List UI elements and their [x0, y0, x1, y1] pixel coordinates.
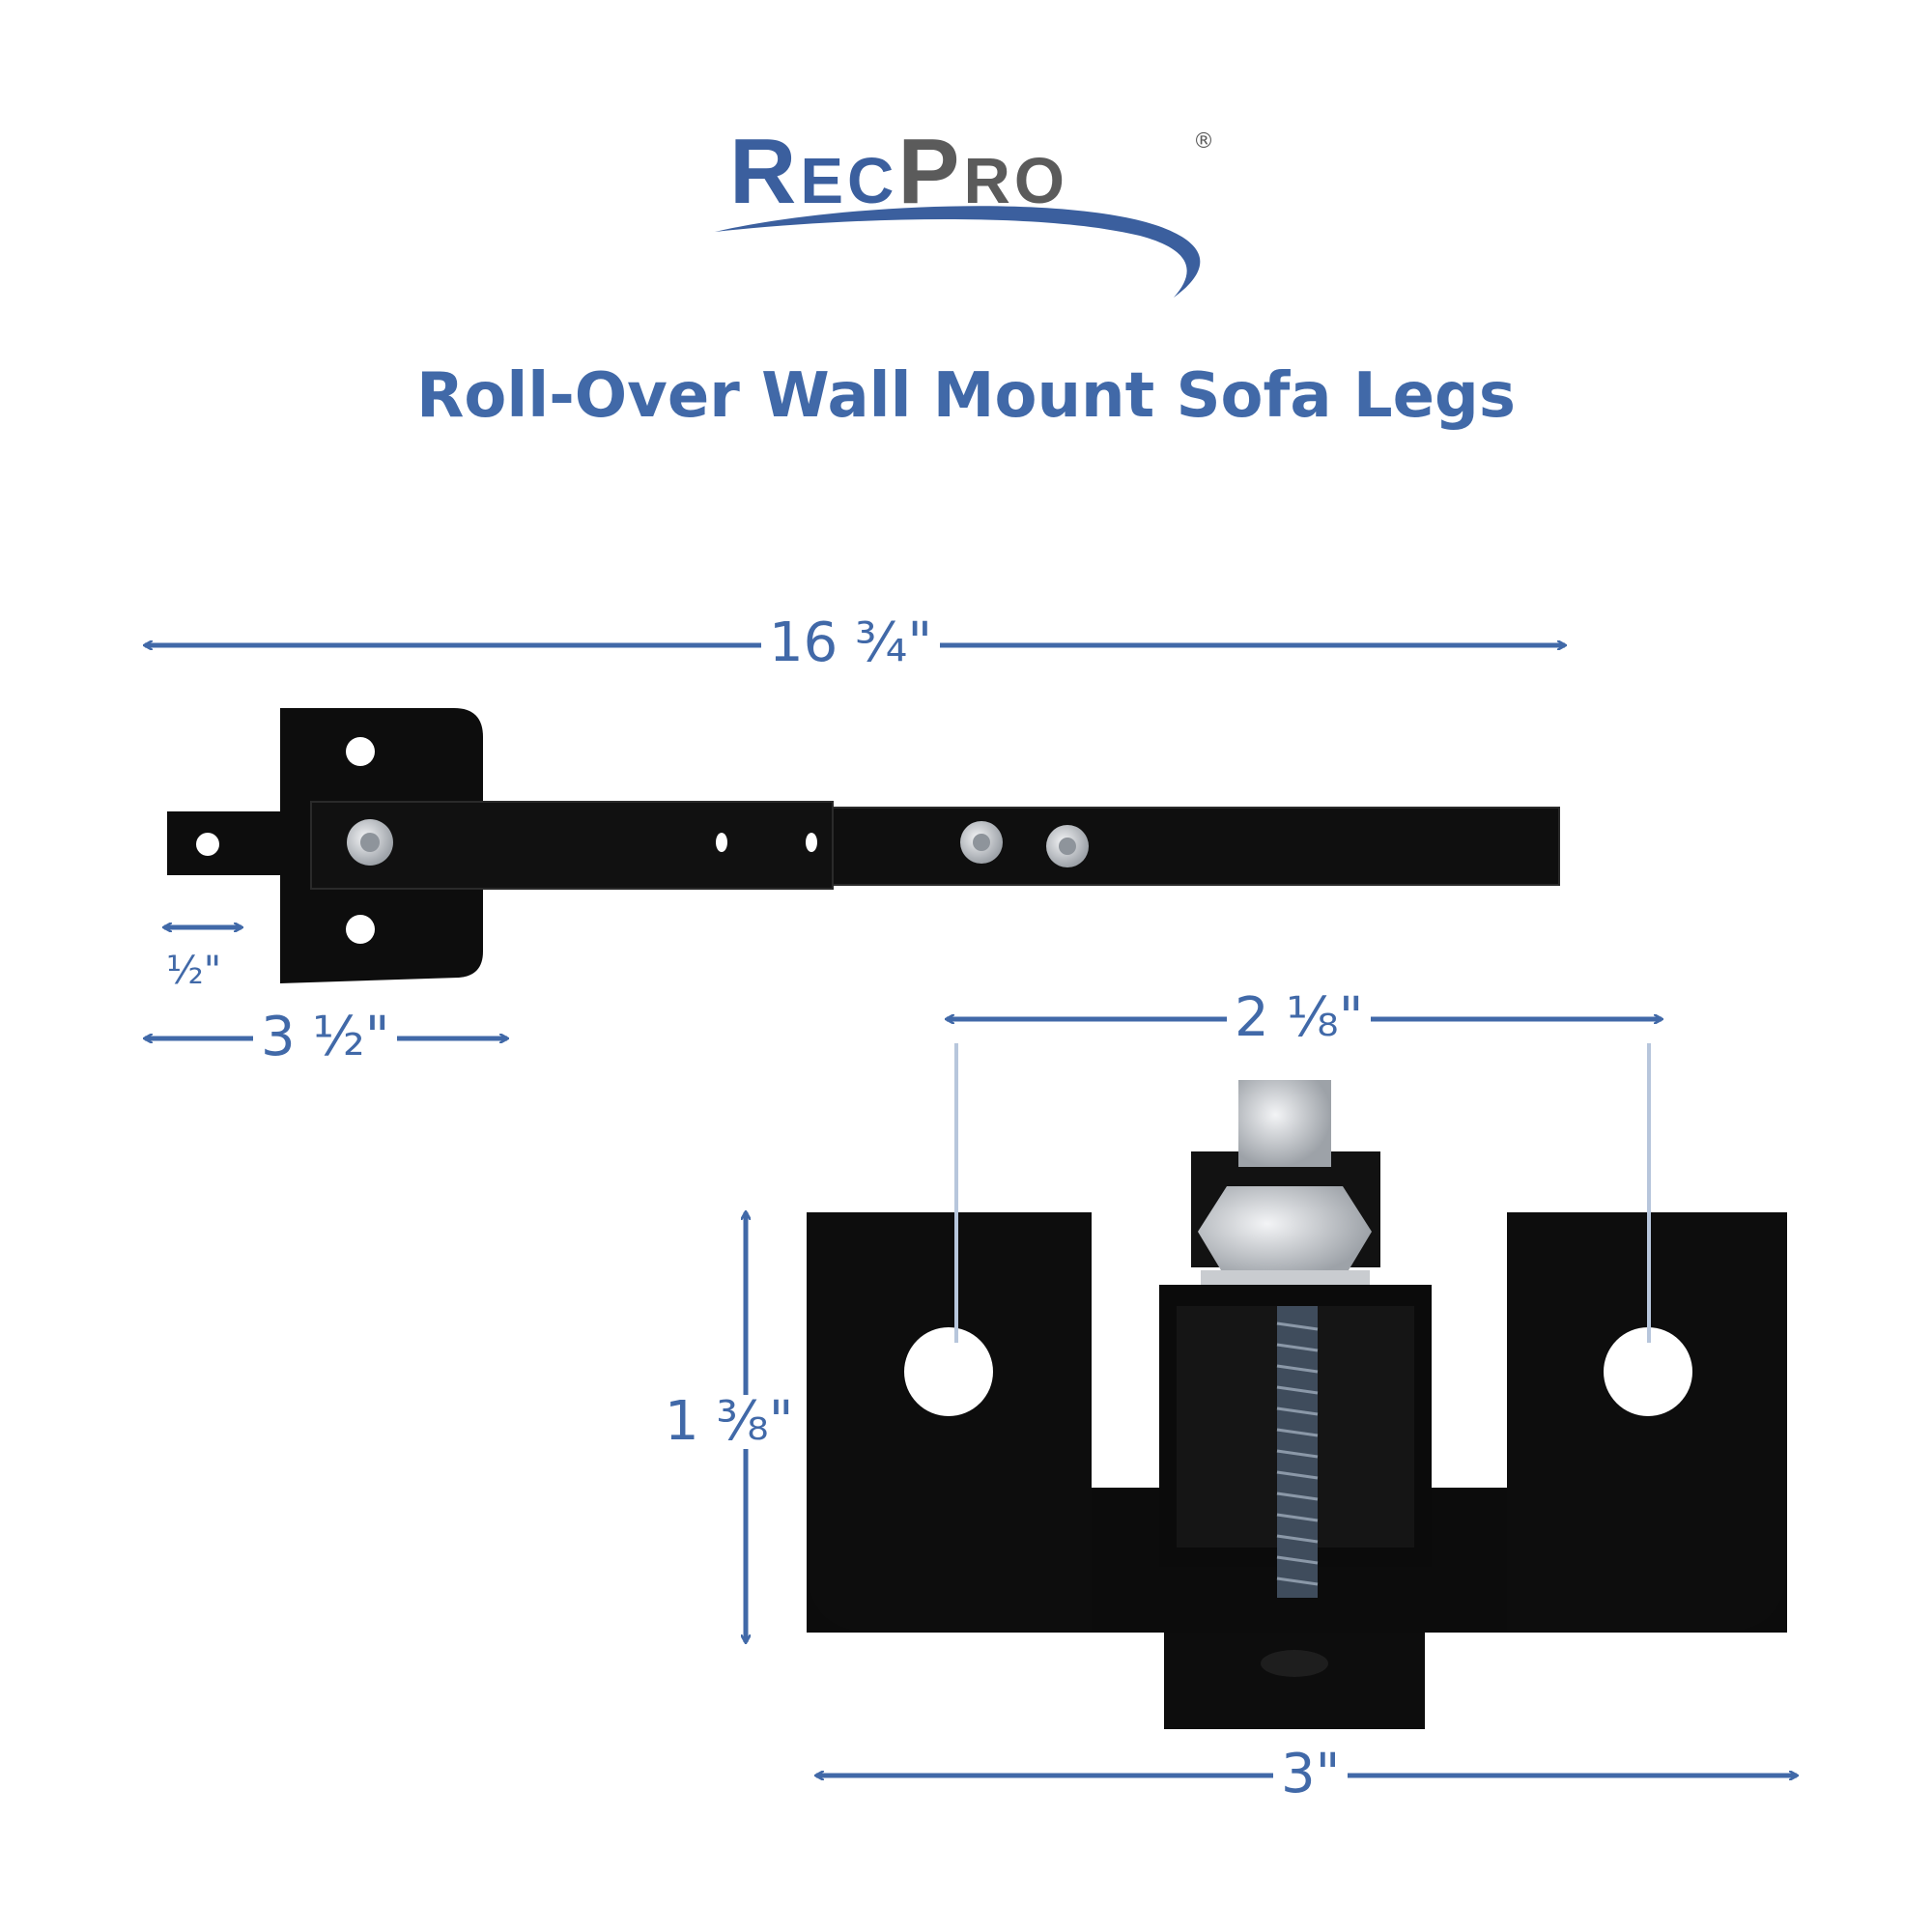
flange-hole-right	[1604, 1327, 1692, 1416]
bracket-left-flange	[807, 1212, 1092, 1633]
dim-label-bracket-width: 3"	[1273, 1747, 1349, 1802]
end-tab	[167, 811, 283, 875]
flange-hole-left	[904, 1327, 993, 1416]
dim-label-bracket-height: 1 ⅜"	[657, 1395, 802, 1449]
plate-hole-top	[346, 737, 375, 766]
logo-word-pro: Pro	[897, 120, 1068, 223]
dim-label-tab-width: ½"	[166, 949, 222, 993]
sofa-leg-top-view	[167, 708, 1560, 983]
product-title: Roll-Over Wall Mount Sofa Legs	[416, 360, 1516, 432]
logo-word-rec: Rec	[729, 120, 898, 223]
bracket-end-view	[807, 1080, 1787, 1729]
adjust-hole-2	[806, 833, 817, 852]
recpro-logo: RecPro ®	[715, 126, 1236, 309]
registered-mark: ®	[1193, 129, 1214, 154]
dim-label-overall-length: 16 ¾"	[761, 616, 941, 670]
threaded-stud-top	[1238, 1080, 1331, 1167]
inner-tube	[832, 807, 1560, 886]
hex-nut	[1198, 1186, 1372, 1280]
plate-hole-bottom	[346, 915, 375, 944]
dim-label-plate-width: 3 ½"	[253, 1010, 398, 1065]
dim-label-hole-spacing: 2 ⅛"	[1227, 991, 1372, 1045]
outer-tube	[310, 801, 834, 890]
logo-wordmark: RecPro	[729, 126, 1068, 218]
bracket-right-flange	[1507, 1212, 1787, 1633]
tab-hole	[196, 833, 219, 856]
adjust-hole-1	[716, 833, 727, 852]
